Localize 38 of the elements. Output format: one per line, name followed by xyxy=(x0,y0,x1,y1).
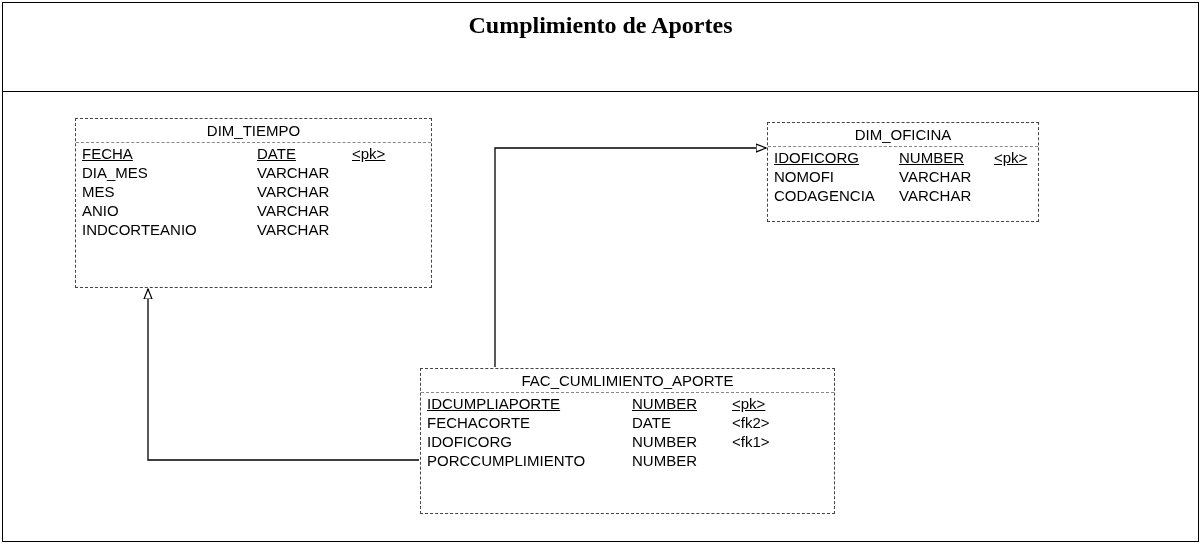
table-name: DIM_OFICINA xyxy=(854,125,952,145)
data-type: VARCHAR xyxy=(257,164,330,181)
key-marker: <fk2> xyxy=(732,414,770,431)
column-name: NOMOFI xyxy=(774,168,834,185)
entity-table xyxy=(75,118,432,288)
data-type: VARCHAR xyxy=(257,221,330,238)
column-name: PORCCUMPLIMIENTO xyxy=(427,452,586,469)
entity-table xyxy=(420,368,835,514)
key-marker: <pk> xyxy=(732,395,766,412)
data-type: NUMBER xyxy=(632,433,697,450)
arrow xyxy=(143,288,420,461)
arrow xyxy=(494,143,767,368)
data-type: NUMBER xyxy=(899,149,964,166)
table-name: DIM_TIEMPO xyxy=(206,121,301,141)
data-type: VARCHAR xyxy=(257,183,330,200)
column-name: IDOFICORG xyxy=(427,433,512,450)
column-name: ANIO xyxy=(82,202,119,219)
column-name: IDCUMPLIAPORTE xyxy=(427,395,561,412)
column-name: FECHACORTE xyxy=(427,414,531,431)
column-name: IDOFICORG xyxy=(774,149,859,166)
table-name: FAC_CUMLIMIENTO_APORTE xyxy=(521,371,734,391)
column-name: MES xyxy=(82,183,115,200)
data-type: VARCHAR xyxy=(899,187,972,204)
data-type: VARCHAR xyxy=(899,168,972,185)
key-marker: <pk> xyxy=(994,149,1028,166)
data-type: VARCHAR xyxy=(257,202,330,219)
entity-table xyxy=(767,122,1039,222)
data-type: NUMBER xyxy=(632,452,697,469)
key-marker: <pk> xyxy=(352,145,386,162)
diagram-title: Cumplimiento de Aportes xyxy=(468,12,733,39)
column-name: DIA_MES xyxy=(82,164,148,181)
column-name: INDCORTEANIO xyxy=(82,221,197,238)
column-name: CODAGENCIA xyxy=(774,187,875,204)
key-marker: <fk1> xyxy=(732,433,770,450)
data-type: DATE xyxy=(632,414,671,431)
column-name: FECHA xyxy=(82,145,133,162)
data-type: DATE xyxy=(257,145,296,162)
data-type: NUMBER xyxy=(632,395,697,412)
